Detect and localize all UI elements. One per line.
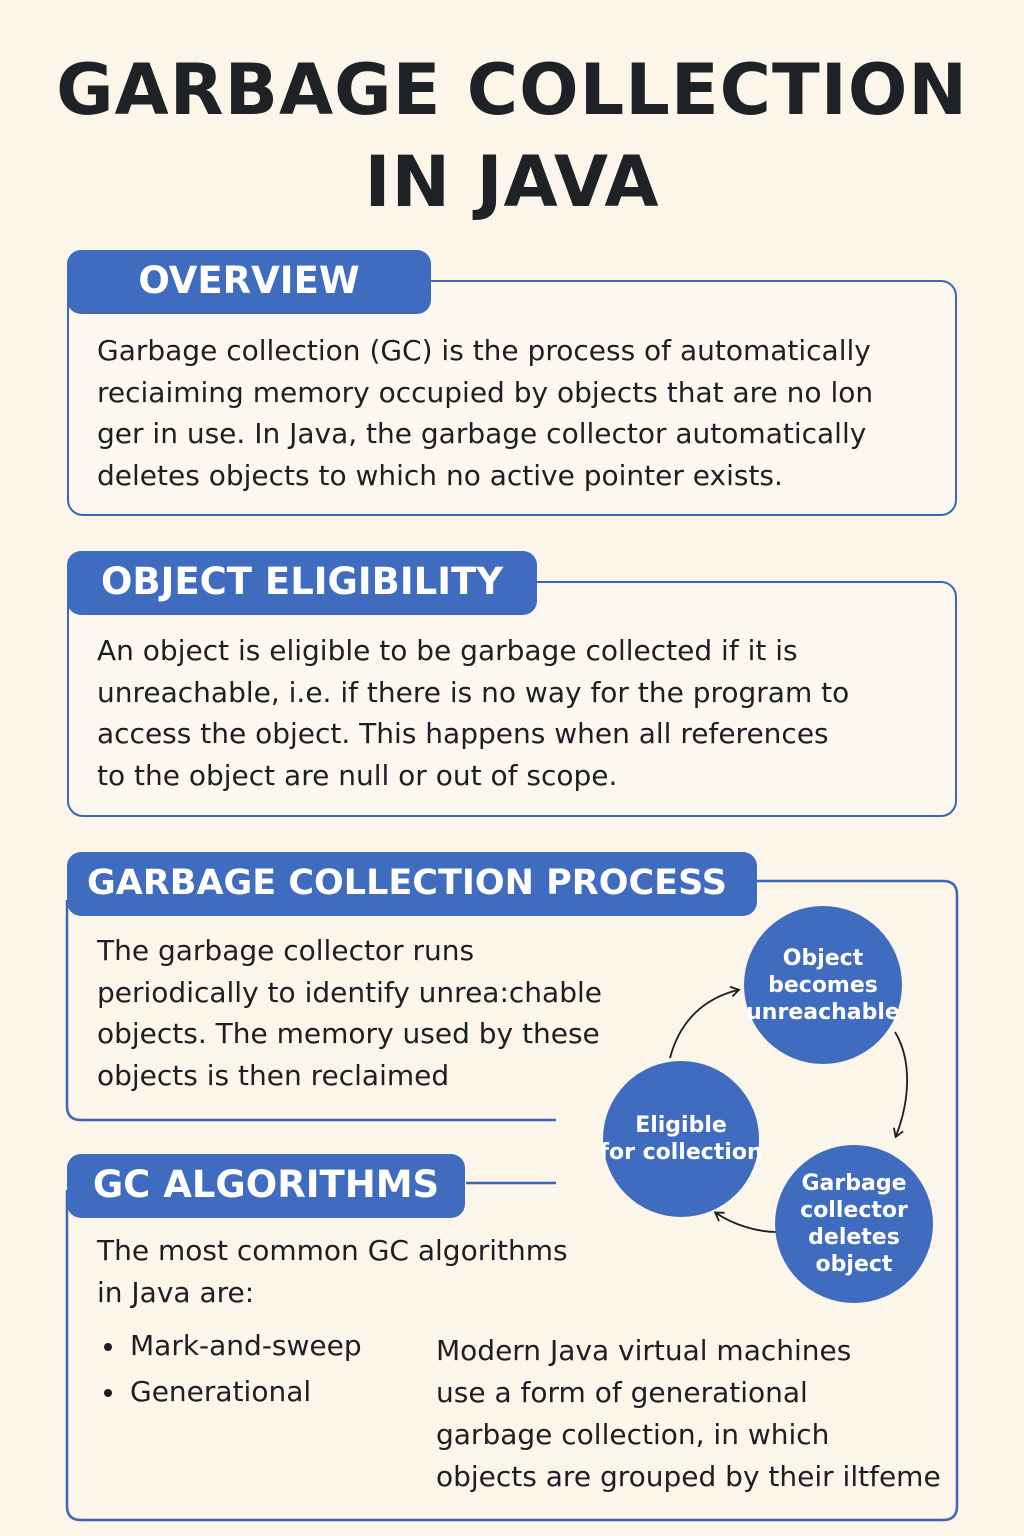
algorithms-note-line: objects are grouped by their iltfeme (436, 1460, 941, 1493)
cycle-node-line: deletes (808, 1225, 900, 1250)
process-text: The garbage collector runs periodically … (97, 930, 602, 1096)
process-line: The garbage collector runs (97, 934, 475, 967)
process-heading: GARBAGE COLLECTION PROCESS (67, 852, 757, 916)
overview-heading: OVERVIEW (67, 250, 431, 314)
eligibility-line: unreachable, i.e. if there is no way for… (97, 675, 850, 709)
algorithms-list: Mark-and-sweep Generational (98, 1323, 362, 1415)
overview-text: Garbage collection (GC) is the process o… (97, 330, 873, 496)
cycle-node-unreachable: Object becomes unreachable (744, 906, 902, 1064)
cycle-node-line: Garbage (801, 1171, 907, 1196)
algorithms-note-line: Modern Java virtual machines (436, 1334, 852, 1367)
cycle-node-line: collector (800, 1198, 908, 1223)
list-item: Generational (98, 1369, 362, 1415)
cycle-node-line: Eligible (635, 1113, 727, 1138)
algorithms-heading: GC ALGORITHMS (67, 1154, 465, 1218)
algorithms-intro-line: The most common GC algorithms (97, 1234, 568, 1267)
algorithms-intro: The most common GC algorithms in Java ar… (97, 1230, 568, 1313)
algorithms-intro-line: in Java are: (97, 1275, 255, 1309)
eligibility-line: An object is eligible to be garbage coll… (97, 634, 798, 667)
process-line: objects is then reclaimed (97, 1058, 450, 1092)
cycle-node-line: becomes (768, 972, 878, 998)
algorithms-note-line: use a form of generational (436, 1376, 808, 1409)
title-line-2: IN JAVA (364, 141, 660, 223)
page-title: GARBAGE COLLECTION IN JAVA (0, 44, 1024, 228)
cycle-node-eligible: Eligible for collection (599, 1061, 763, 1217)
cycle-node-line: for collection (599, 1140, 763, 1165)
cycle-node-line: object (815, 1252, 893, 1277)
eligibility-heading: OBJECT ELIGIBILITY (67, 551, 537, 615)
cycle-node-deletes: Garbage collector deletes object (775, 1145, 933, 1303)
algorithms-note-line: garbage collection, in which (436, 1418, 830, 1451)
eligibility-line: to the object are null or out of scope. (97, 758, 618, 792)
overview-box (67, 280, 957, 516)
overview-line: Garbage collection (GC) is the process o… (97, 334, 871, 367)
overview-line: ger in use. In Java, the garbage collect… (97, 417, 867, 450)
cycle-node-line: unreachable (746, 999, 900, 1025)
eligibility-box (67, 581, 957, 817)
algorithms-note: Modern Java virtual machines use a form … (436, 1330, 941, 1498)
process-line: objects. The memory used by these (97, 1017, 600, 1050)
cycle-node-line: Object (782, 945, 864, 971)
arrow-deletes-to-eligible (713, 1211, 777, 1233)
arrow-eligible-to-unreachable (669, 985, 741, 1059)
overview-line: deletes objects to which no active point… (97, 458, 783, 492)
process-line: periodically to identify unrea:chable (97, 975, 602, 1009)
title-line-1: GARBAGE COLLECTION (56, 49, 968, 131)
list-item: Mark-and-sweep (98, 1323, 362, 1369)
eligibility-line: access the object. This happens when all… (97, 717, 829, 750)
eligibility-text: An object is eligible to be garbage coll… (97, 630, 849, 796)
arrow-unreachable-to-deletes (892, 1031, 908, 1139)
overview-line: reciaiming memory occupied by objects th… (97, 375, 874, 409)
